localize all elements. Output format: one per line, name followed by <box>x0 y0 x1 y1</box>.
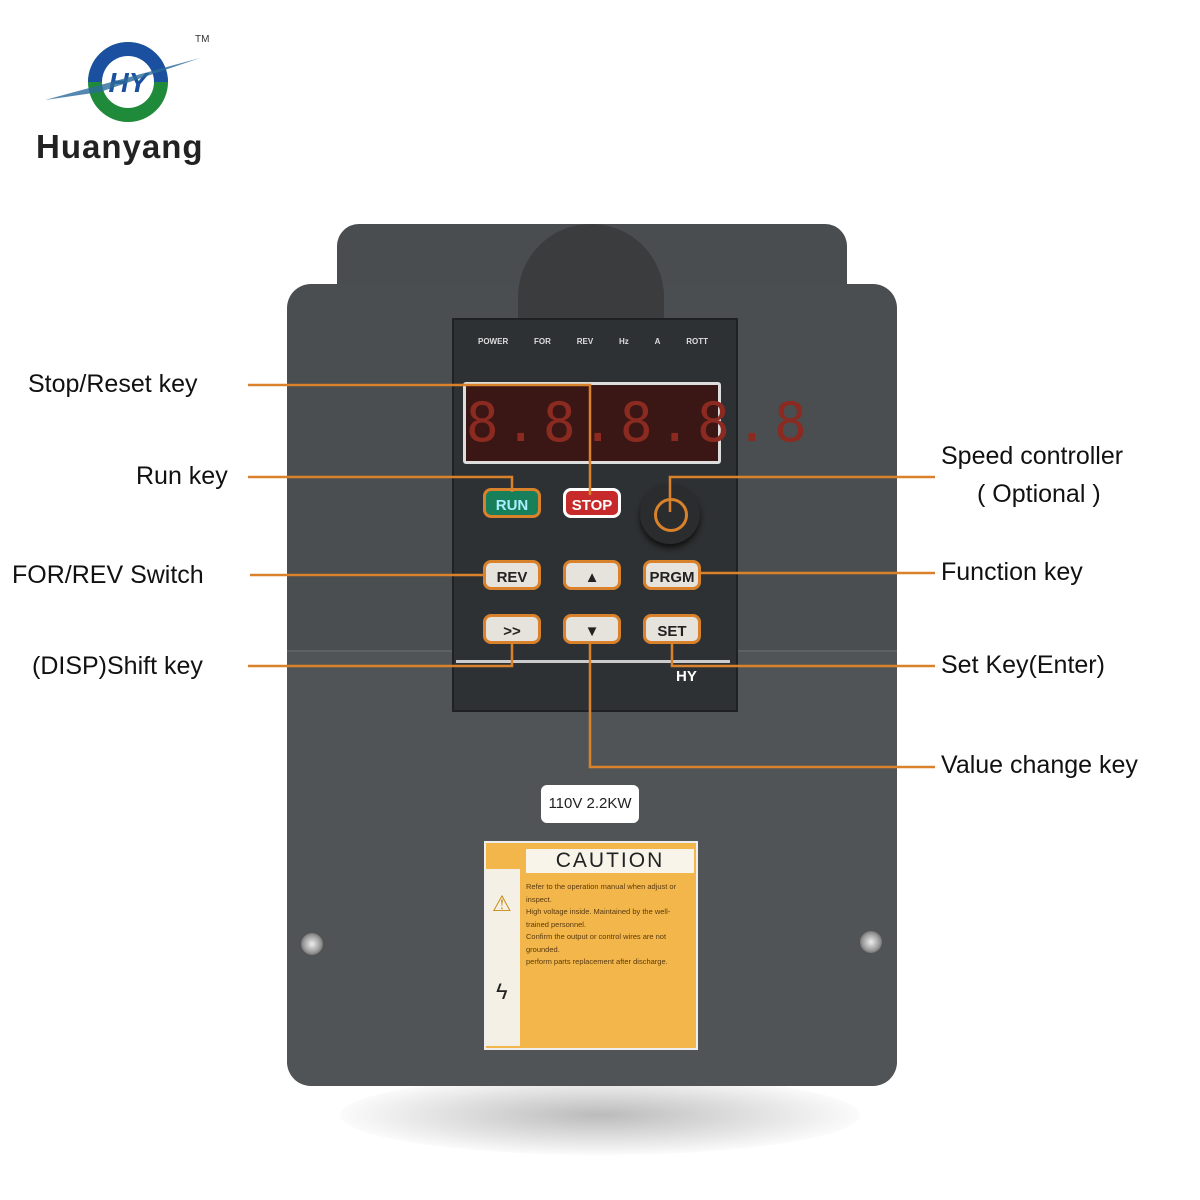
device-shadow <box>340 1075 860 1155</box>
leader-value <box>588 642 935 769</box>
indicator-rott: ROTT <box>686 337 708 346</box>
down-key[interactable]: ▼ <box>563 614 621 644</box>
indicator-power: POWER <box>478 337 509 346</box>
warning-triangle-icon: ⚠ <box>492 891 512 916</box>
label-set: Set Key(Enter) <box>941 651 1105 679</box>
panel-divider <box>456 660 730 663</box>
label-value-change: Value change key <box>941 751 1138 779</box>
lightning-icon: ϟ <box>496 979 508 1004</box>
label-speed-optional: ( Optional ) <box>977 480 1101 508</box>
indicator-hz: Hz <box>619 337 629 346</box>
trademark: TM <box>195 34 210 45</box>
prgm-key[interactable]: PRGM <box>643 560 701 590</box>
indicator-for: FOR <box>534 337 551 346</box>
leader-speed <box>668 475 935 512</box>
leader-run <box>248 475 514 492</box>
label-for-rev: FOR/REV Switch <box>12 561 204 589</box>
up-key[interactable]: ▲ <box>563 560 621 590</box>
panel-mark: HY <box>676 668 697 685</box>
caution-line: perform parts replacement after discharg… <box>526 957 668 966</box>
leader-shift <box>248 642 514 668</box>
indicator-rev: REV <box>576 337 594 346</box>
huanyang-logo: HY <box>45 42 200 122</box>
caution-title: CAUTION <box>526 849 694 873</box>
brand-name: Huanyang <box>36 128 204 165</box>
indicator-a: A <box>654 337 661 346</box>
screw-left <box>301 933 323 955</box>
caution-line: Confirm the output or control wires are … <box>526 932 667 954</box>
caution-line: High voltage inside. Maintained by the w… <box>526 907 671 929</box>
caution-text: Refer to the operation manual when adjus… <box>526 881 692 969</box>
rev-key[interactable]: REV <box>483 560 541 590</box>
caution-side-strip: ⚠ ϟ <box>486 869 520 1046</box>
rating-label: 110V 2.2KW <box>541 785 639 823</box>
label-stop-reset: Stop/Reset key <box>28 370 198 398</box>
leader-set <box>670 642 935 668</box>
stop-key[interactable]: STOP <box>563 488 621 518</box>
screw-right <box>860 931 882 953</box>
label-shift: (DISP)Shift key <box>32 652 203 680</box>
leader-stop <box>248 383 592 495</box>
label-run: Run key <box>136 462 228 490</box>
label-function: Function key <box>941 558 1083 586</box>
indicator-row: POWER FOR REV Hz A ROTT <box>478 337 708 346</box>
label-speed-controller: Speed controller <box>941 442 1124 470</box>
caution-label: ⚠ ϟ CAUTION Refer to the operation manua… <box>484 841 698 1050</box>
caution-line: Refer to the operation manual when adjus… <box>526 882 677 904</box>
